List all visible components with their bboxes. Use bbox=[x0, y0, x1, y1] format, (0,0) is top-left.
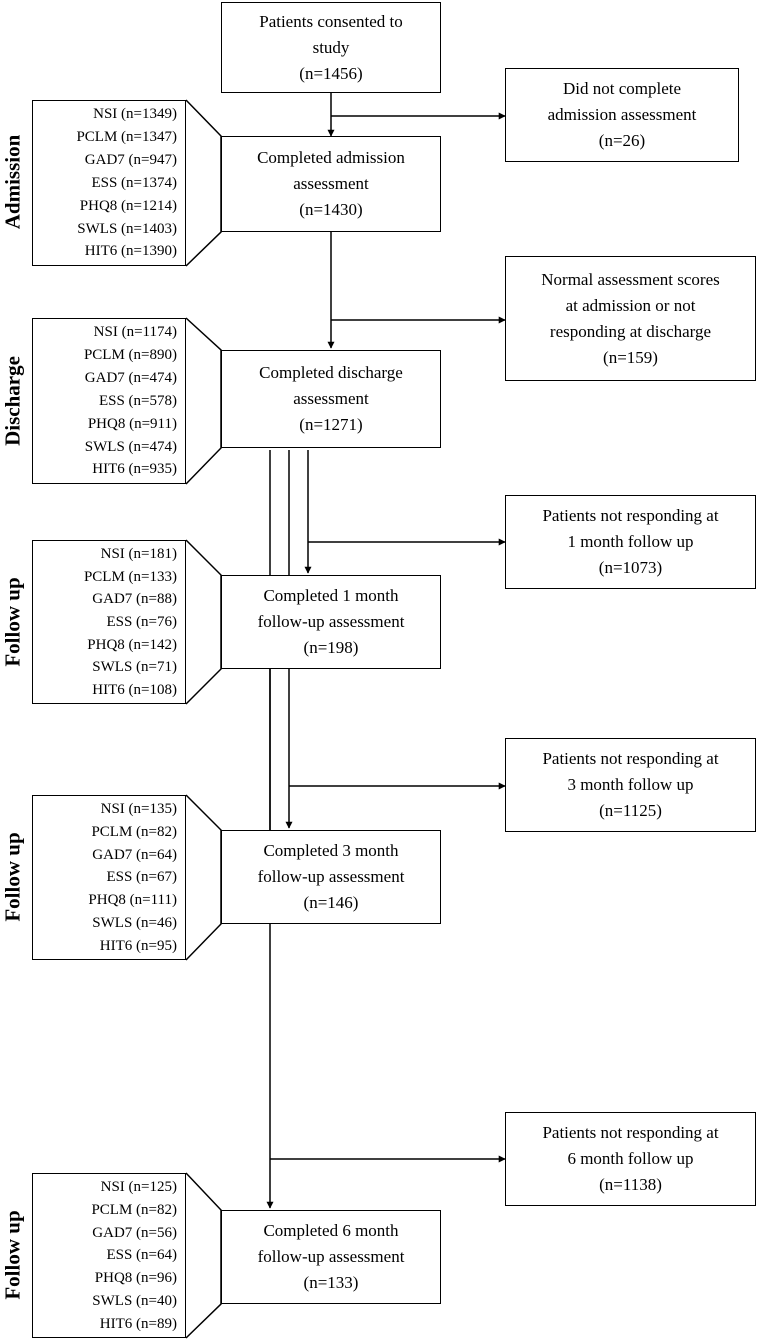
list-item: GAD7 (n=947) bbox=[84, 152, 177, 169]
discharge-line-1: Completed discharge bbox=[259, 363, 403, 382]
excluded-fu6-line-1: Patients not responding at bbox=[542, 1123, 719, 1142]
list-item: PHQ8 (n=96) bbox=[94, 1270, 177, 1287]
funnel-discharge bbox=[185, 317, 222, 485]
funnel-fu1 bbox=[185, 539, 222, 705]
consented-box: Patients consented to study (n=1456) bbox=[221, 2, 441, 93]
list-item: NSI (n=1349) bbox=[93, 106, 177, 123]
excluded-fu1-line-1: Patients not responding at bbox=[542, 506, 719, 525]
excluded-admission-line-2: admission assessment bbox=[547, 105, 697, 124]
excluded-fu3-box: Patients not responding at 3 month follo… bbox=[505, 738, 756, 832]
stage-label-fu1-text: Follow up bbox=[0, 577, 25, 667]
excluded-fu1-box: Patients not responding at 1 month follo… bbox=[505, 495, 756, 589]
list-item: HIT6 (n=935) bbox=[92, 461, 177, 478]
fu3-assessment-list: NSI (n=135) PCLM (n=82) GAD7 (n=64) ESS … bbox=[32, 795, 186, 960]
list-item: SWLS (n=71) bbox=[92, 659, 177, 676]
excluded-fu3-line-2: 3 month follow up bbox=[567, 775, 694, 794]
excluded-fu3-count: (n=1125) bbox=[599, 801, 662, 820]
fu3-count: (n=146) bbox=[303, 893, 359, 912]
fu1-line-2: follow-up assessment bbox=[257, 612, 405, 631]
excluded-discharge-box: Normal assessment scores at admission or… bbox=[505, 256, 756, 381]
admission-line-1: Completed admission bbox=[257, 148, 405, 167]
funnel-admission bbox=[185, 99, 222, 267]
list-item: PHQ8 (n=142) bbox=[87, 636, 177, 653]
excluded-fu6-line-2: 6 month follow up bbox=[567, 1149, 694, 1168]
discharge-assessment-list: NSI (n=1174) PCLM (n=890) GAD7 (n=474) E… bbox=[32, 318, 186, 484]
discharge-line-2: assessment bbox=[293, 389, 369, 408]
list-item: NSI (n=125) bbox=[100, 1179, 177, 1196]
list-item: ESS (n=76) bbox=[106, 613, 177, 630]
admission-assessment-list: NSI (n=1349) PCLM (n=1347) GAD7 (n=947) … bbox=[32, 100, 186, 266]
list-item: NSI (n=1174) bbox=[93, 324, 177, 341]
list-item: NSI (n=135) bbox=[100, 801, 177, 818]
fu1-assessment-list: NSI (n=181) PCLM (n=133) GAD7 (n=88) ESS… bbox=[32, 540, 186, 704]
stage-label-fu6-text: Follow up bbox=[0, 1210, 25, 1300]
excluded-admission-count: (n=26) bbox=[598, 131, 646, 150]
admission-box: Completed admission assessment (n=1430) bbox=[221, 136, 441, 232]
list-item: NSI (n=181) bbox=[100, 546, 177, 563]
list-item: GAD7 (n=56) bbox=[92, 1224, 177, 1241]
consented-count: (n=1456) bbox=[299, 63, 363, 83]
excluded-fu3-line-1: Patients not responding at bbox=[542, 749, 719, 768]
stage-label-fu3-text: Follow up bbox=[0, 832, 25, 922]
list-item: GAD7 (n=88) bbox=[92, 591, 177, 608]
fu3-box: Completed 3 month follow-up assessment (… bbox=[221, 830, 441, 924]
consented-line-2: study bbox=[312, 37, 350, 57]
list-item: SWLS (n=46) bbox=[92, 914, 177, 931]
list-item: SWLS (n=40) bbox=[92, 1292, 177, 1309]
list-item: GAD7 (n=64) bbox=[92, 846, 177, 863]
discharge-count: (n=1271) bbox=[299, 415, 363, 434]
list-item: GAD7 (n=474) bbox=[84, 370, 177, 387]
excluded-discharge-line-2: at admission or not bbox=[565, 295, 696, 315]
list-item: HIT6 (n=89) bbox=[99, 1315, 177, 1332]
fu1-box: Completed 1 month follow-up assessment (… bbox=[221, 575, 441, 669]
excluded-discharge-line-3: responding at discharge bbox=[549, 321, 712, 341]
excluded-fu1-line-2: 1 month follow up bbox=[567, 532, 694, 551]
fu3-line-2: follow-up assessment bbox=[257, 867, 405, 886]
list-item: PCLM (n=82) bbox=[91, 1202, 177, 1219]
list-item: PHQ8 (n=111) bbox=[88, 892, 177, 909]
list-item: PHQ8 (n=1214) bbox=[79, 197, 177, 214]
discharge-box: Completed discharge assessment (n=1271) bbox=[221, 350, 441, 448]
stage-label-discharge-text: Discharge bbox=[0, 356, 25, 446]
stage-label-admission-text: Admission bbox=[0, 134, 25, 230]
fu6-assessment-list: NSI (n=125) PCLM (n=82) GAD7 (n=56) ESS … bbox=[32, 1173, 186, 1338]
fu6-line-2: follow-up assessment bbox=[257, 1247, 405, 1266]
funnel-fu3 bbox=[185, 794, 222, 961]
list-item: HIT6 (n=108) bbox=[92, 681, 177, 698]
excluded-fu1-count: (n=1073) bbox=[598, 558, 663, 577]
fu1-count: (n=198) bbox=[303, 638, 359, 657]
excluded-fu6-count: (n=1138) bbox=[599, 1175, 662, 1194]
excluded-discharge-line-1: Normal assessment scores bbox=[541, 269, 720, 289]
fu6-line-1: Completed 6 month bbox=[263, 1221, 399, 1240]
list-item: SWLS (n=474) bbox=[84, 438, 177, 455]
list-item: PCLM (n=82) bbox=[91, 824, 177, 841]
list-item: SWLS (n=1403) bbox=[77, 220, 177, 237]
excluded-discharge-count: (n=159) bbox=[603, 347, 658, 367]
list-item: ESS (n=578) bbox=[98, 392, 177, 409]
fu6-box: Completed 6 month follow-up assessment (… bbox=[221, 1210, 441, 1304]
list-item: HIT6 (n=95) bbox=[99, 937, 177, 954]
excluded-admission-line-1: Did not complete bbox=[562, 79, 682, 98]
list-item: PHQ8 (n=911) bbox=[87, 415, 177, 432]
fu6-count: (n=133) bbox=[303, 1273, 359, 1292]
list-item: ESS (n=67) bbox=[106, 869, 177, 886]
list-item: ESS (n=64) bbox=[106, 1247, 177, 1264]
fu1-line-1: Completed 1 month bbox=[263, 586, 399, 605]
list-item: PCLM (n=1347) bbox=[76, 129, 177, 146]
fu3-line-1: Completed 3 month bbox=[263, 841, 399, 860]
list-item: HIT6 (n=1390) bbox=[84, 243, 177, 260]
list-item: ESS (n=1374) bbox=[91, 174, 177, 191]
funnel-fu6 bbox=[185, 1172, 222, 1339]
consented-line-1: Patients consented to bbox=[259, 11, 403, 31]
admission-count: (n=1430) bbox=[299, 200, 363, 219]
list-item: PCLM (n=133) bbox=[83, 568, 177, 585]
admission-line-2: assessment bbox=[293, 174, 369, 193]
excluded-admission-box: Did not complete admission assessment (n… bbox=[505, 68, 739, 162]
list-item: PCLM (n=890) bbox=[83, 347, 177, 364]
excluded-fu6-box: Patients not responding at 6 month follo… bbox=[505, 1112, 756, 1206]
